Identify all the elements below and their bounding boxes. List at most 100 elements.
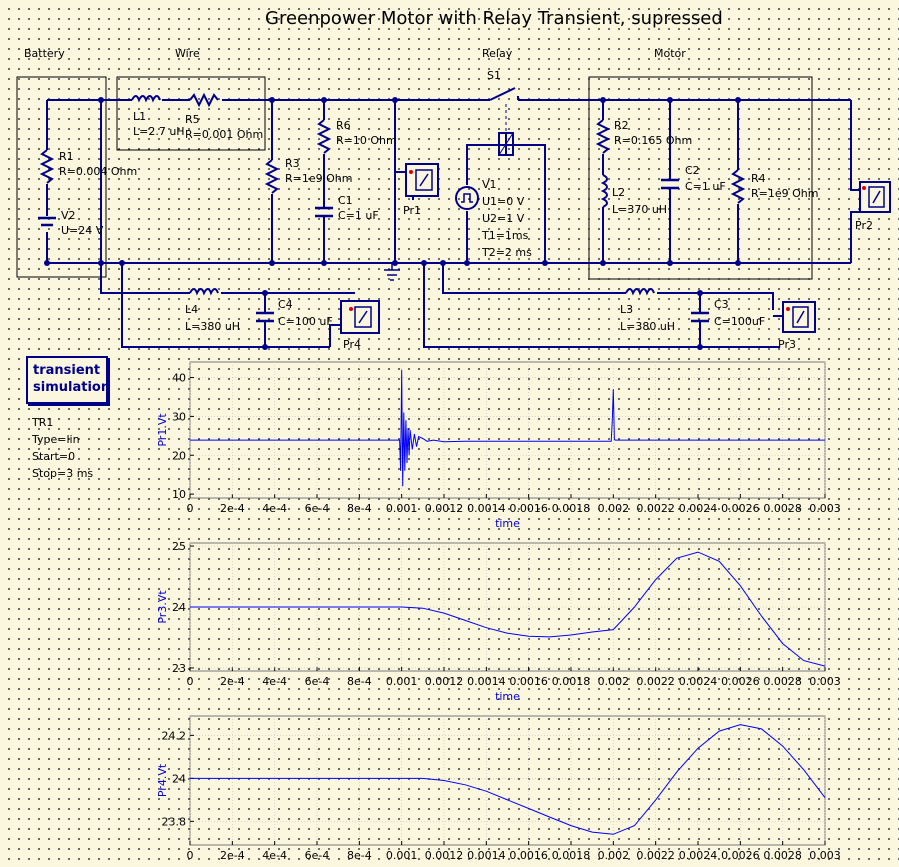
chart-1-xtick-label: 6e-4: [305, 502, 330, 515]
r6-resistor: [316, 119, 332, 154]
r2-resistor: [595, 119, 611, 154]
chart-2-ytick-label: 23: [172, 662, 186, 675]
pr1-name: Pr1: [403, 204, 421, 217]
v1-name: V1: [482, 178, 497, 191]
chart-2-xtick-label: 8e-4: [347, 675, 372, 688]
chart-3-xtick-label: 0.0024: [679, 849, 718, 862]
battery-frame: [16, 76, 107, 278]
s1-switch: [489, 87, 519, 101]
chart-2-xtick-label: 0: [187, 675, 194, 688]
l3-value: L=380 uH: [620, 320, 675, 333]
sim-type: Type=lin: [32, 433, 80, 446]
chart-3-frame: [189, 715, 826, 846]
chart-1-xtick-label: 0.0014: [467, 502, 506, 515]
pr2-name: Pr2: [855, 219, 873, 232]
c3-capacitor: [691, 311, 709, 323]
chart-2-xtick-label: 0.003: [809, 675, 841, 688]
c2-value: C=1 uF: [685, 180, 726, 193]
v2-battery-symbol: [38, 216, 56, 227]
chart-1-frame: [189, 361, 826, 499]
l4-value: L=380 uH: [185, 320, 240, 333]
pr2-probe-icon[interactable]: [859, 181, 891, 213]
v1-pulse-symbol: [461, 193, 473, 203]
c4-capacitor: [256, 311, 274, 323]
v1-t2: T2=2 ms: [481, 246, 532, 259]
sim-stop: Stop=3 ms: [32, 467, 94, 480]
r3-value: R=1e9 Ohm: [285, 172, 352, 185]
l4-c4-wire: [100, 100, 355, 348]
group-label-relay: Relay: [482, 47, 513, 60]
r4-resistor: [730, 169, 746, 204]
transient-simulation-block[interactable]: transient simulation: [26, 356, 110, 404]
l4-inductor: [189, 288, 219, 296]
chart-2-xtick-label: 0.0024: [679, 675, 718, 688]
pr4-name: Pr4: [343, 338, 361, 351]
c2-name: C2: [685, 164, 700, 177]
pr3-name: Pr3: [778, 338, 796, 351]
r1-name: R1: [59, 150, 74, 163]
chart-3-xtick-label: 0.0016: [509, 849, 548, 862]
c4-value: C=100 uF: [278, 315, 333, 328]
l2-name: L2: [612, 186, 625, 199]
chart-1-xtick-label: 0.0028: [763, 502, 802, 515]
ground-symbol: [384, 263, 400, 281]
chart-1-xlabel: time: [495, 517, 520, 530]
l1-value: L=2.7 uH: [133, 125, 185, 138]
chart-3-xtick-label: 0.0028: [763, 849, 802, 862]
chart-1-xtick-label: 0.003: [809, 502, 841, 515]
chart-1-xtick-label: 2e-4: [220, 502, 245, 515]
r1-resistor: [39, 149, 55, 184]
l1-inductor: [131, 95, 161, 103]
l3-inductor: [625, 288, 655, 296]
r6-name: R6: [336, 119, 351, 132]
s1-name: S1: [487, 69, 501, 82]
chart-3-xtick-label: 2e-4: [220, 849, 245, 862]
r4-name: R4: [751, 172, 766, 185]
pr1-probe-icon[interactable]: [405, 163, 439, 197]
c3-name: C3: [714, 298, 729, 311]
r5-value: R=0.001 Ohm: [185, 128, 263, 141]
v1-pulse-source: [455, 186, 479, 210]
chart-3-xtick-label: 0.0014: [467, 849, 506, 862]
chart-3-series-line: [190, 724, 826, 835]
c1-value: C=1 uF: [338, 209, 379, 222]
chart-1-xtick-label: 0.0016: [509, 502, 548, 515]
c2-capacitor: [661, 178, 679, 190]
chart-1-ylabel: Pr1.Vt: [156, 413, 169, 447]
l2-value: L=370 uH: [612, 203, 667, 216]
pr3-probe-icon[interactable]: [782, 301, 816, 333]
chart-2-xtick-label: 0.0014: [467, 675, 506, 688]
chart-2-ytick-label: 25: [172, 540, 186, 553]
chart-2-series-line: [190, 551, 826, 667]
chart-3-xtick-label: 4e-4: [262, 849, 287, 862]
chart-1-xtick-label: 0.0024: [679, 502, 718, 515]
motor-frame: [588, 76, 813, 280]
r4-value: R=1e9 Ohm: [751, 187, 818, 200]
pr4-probe-icon[interactable]: [340, 300, 380, 334]
chart-2-xtick-label: 2e-4: [220, 675, 245, 688]
r3-name: R3: [285, 157, 300, 170]
c1-capacitor: [315, 206, 333, 218]
chart-1-xtick-label: 0.0022: [636, 502, 675, 515]
c4-name: C4: [278, 298, 293, 311]
chart-2-xtick-label: 0.0026: [721, 675, 760, 688]
l4-name: L4: [185, 303, 198, 316]
chart-2-xtick-label: 0.0028: [763, 675, 802, 688]
l3-c3-wire: [423, 263, 783, 348]
chart-1-xtick-label: 0.0018: [552, 502, 591, 515]
r1-value: R=0.004 Ohm: [59, 165, 137, 178]
chart-1-xtick-label: 4e-4: [262, 502, 287, 515]
chart-3-ytick-label: 24.2: [162, 729, 187, 742]
chart-3-xtick-label: 0.003: [809, 849, 841, 862]
wire-frame: [116, 76, 266, 151]
chart-2-xtick-label: 0.001: [386, 675, 418, 688]
chart-3-xtick-label: 0.0026: [721, 849, 760, 862]
chart-2-xtick-label: 0.0012: [425, 675, 464, 688]
chart-1-ytick-label: 40: [172, 372, 186, 385]
chart-1-series-line: [190, 369, 825, 487]
chart-2-xtick-label: 0.0016: [509, 675, 548, 688]
chart-3-xtick-label: 0.001: [386, 849, 418, 862]
l2-inductor: [600, 174, 608, 208]
sim-properties: TR1 Type=lin Start=0 Stop=3 ms: [32, 414, 93, 482]
